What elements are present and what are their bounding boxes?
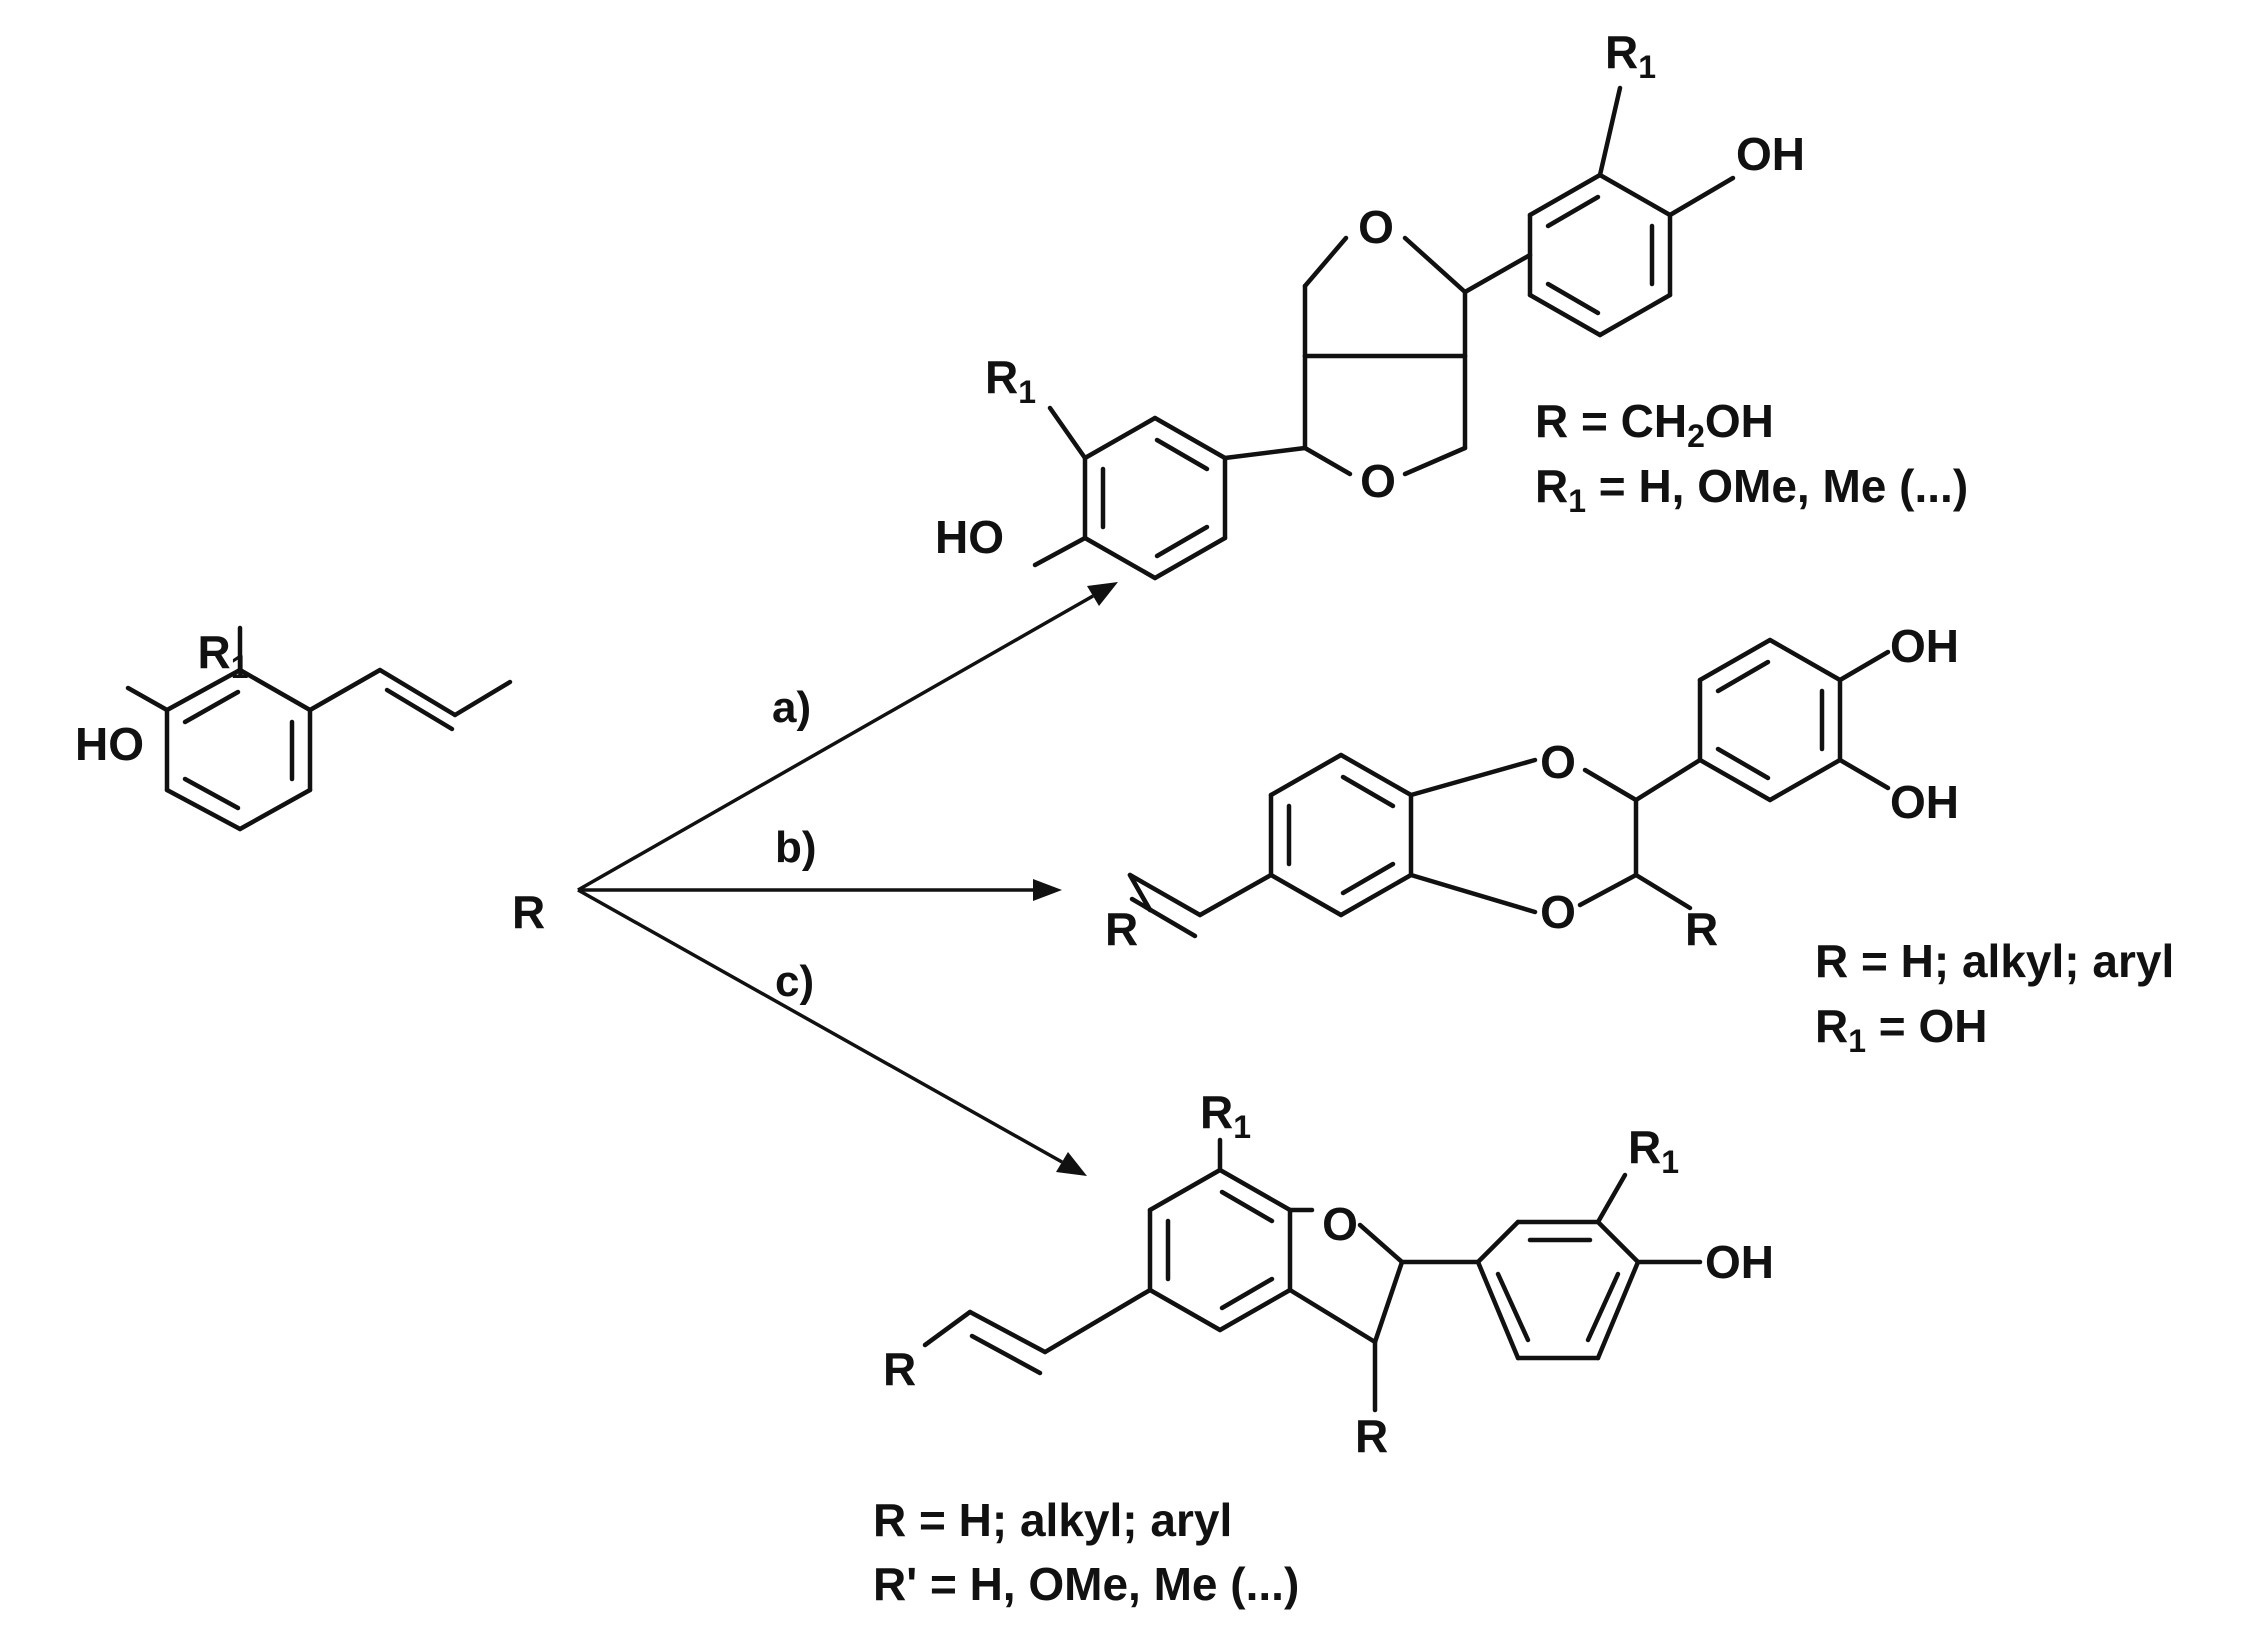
product-a-label-r1-top: R1 <box>1605 26 1656 85</box>
product-b-bonds <box>1127 637 1891 939</box>
arrow-a-head <box>1087 582 1118 606</box>
product-c: R1 R1 O OH R R <box>883 1086 1774 1462</box>
atom-label-ho: HO <box>75 718 144 770</box>
starting-material-bonds <box>125 625 513 832</box>
product-c-label-r1-top: R1 <box>1200 1086 1251 1145</box>
product-c-notes: R = H; alkyl; aryl R' = H, OMe, Me (...) <box>873 1494 1299 1610</box>
atom-label-r1: R1 <box>197 626 248 685</box>
product-a-label-o-bottom: O <box>1360 455 1396 507</box>
product-a-note-r: R = CH2OH <box>1535 395 1774 454</box>
product-c-label-r-left: R <box>883 1343 916 1395</box>
product-c-label-r1-right: R1 <box>1628 1121 1679 1180</box>
step-label-b: b) <box>775 823 817 872</box>
arrow-b-head <box>1033 879 1062 901</box>
product-b-note-r1: R1 = OH <box>1815 1000 1987 1059</box>
product-c-note-r-prime: R' = H, OMe, Me (...) <box>873 1558 1299 1610</box>
product-b-note-r: R = H; alkyl; aryl <box>1815 935 2174 987</box>
step-label-a: a) <box>772 683 811 732</box>
product-a-label-o-top: O <box>1358 201 1394 253</box>
product-a-notes: R = CH2OH R1 = H, OMe, Me (...) <box>1535 395 1968 519</box>
product-a-label-oh: OH <box>1736 128 1805 180</box>
product-a: R1 OH O R1 O HO <box>935 26 1805 581</box>
product-c-label-o: O <box>1322 1198 1358 1250</box>
arrow-c-head <box>1056 1152 1087 1176</box>
product-b-label-oh-bottom: OH <box>1890 776 1959 828</box>
product-b-label-oh-top: OH <box>1890 620 1959 672</box>
reaction-arrows <box>577 582 1118 1176</box>
product-a-note-r1: R1 = H, OMe, Me (...) <box>1535 460 1968 519</box>
product-a-label-r1-bottom: R1 <box>985 351 1036 410</box>
atom-label-r: R <box>512 886 545 938</box>
product-b-label-o-top: O <box>1540 736 1576 788</box>
product-b-label-r-left: R <box>1105 903 1138 955</box>
product-b: OH O OH O R R <box>1105 620 1959 955</box>
step-label-c: c) <box>775 957 814 1006</box>
product-c-label-r-bottom: R <box>1355 1410 1388 1462</box>
product-a-bonds <box>1032 85 1736 581</box>
product-b-notes: R = H; alkyl; aryl R1 = OH <box>1815 935 2174 1059</box>
product-c-label-oh: OH <box>1705 1236 1774 1288</box>
arrow-c <box>577 888 1063 1164</box>
product-a-label-ho: HO <box>935 511 1004 563</box>
starting-material: R1 HO R <box>75 625 545 938</box>
arrow-a <box>577 594 1094 892</box>
product-c-note-r: R = H; alkyl; aryl <box>873 1494 1232 1546</box>
product-b-label-r-right: R <box>1685 903 1718 955</box>
product-c-bonds <box>922 1137 1703 1413</box>
product-b-label-o-bottom: O <box>1540 886 1576 938</box>
